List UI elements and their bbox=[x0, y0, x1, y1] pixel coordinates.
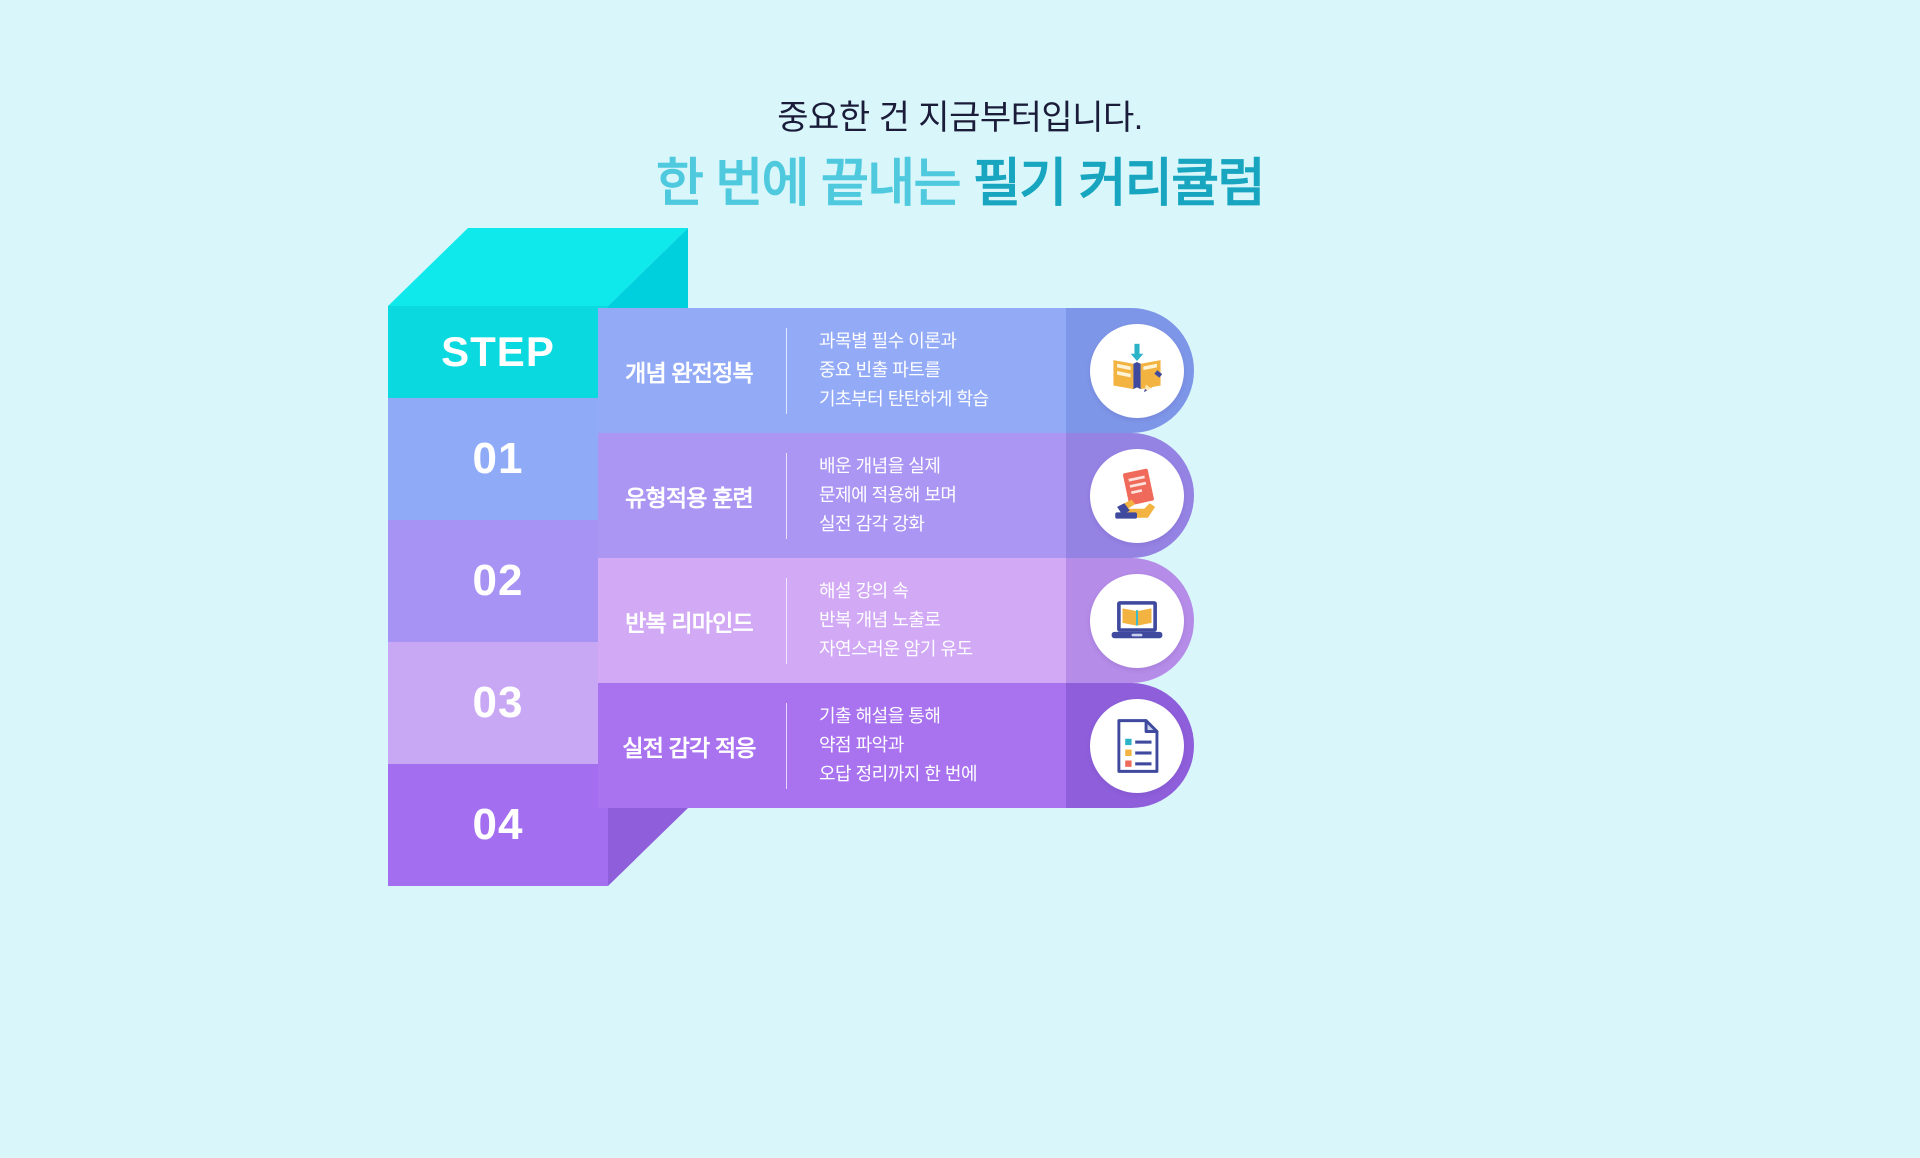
book-download-pencil-icon bbox=[1090, 324, 1184, 418]
row-desc-line: 중요 빈출 파트를 bbox=[819, 359, 941, 380]
tower-step-03: 03 bbox=[388, 642, 608, 764]
page-title: 한 번에 끝내는 필기 커리큘럼 bbox=[0, 152, 1920, 217]
row-desc-line: 실전 감각 강화 bbox=[819, 514, 925, 535]
row-desc-line: 오답 정리까지 한 번에 bbox=[819, 764, 978, 785]
row-title: 실전 감각 적응 bbox=[622, 734, 756, 761]
row-desc-line: 자연스러운 암기 유도 bbox=[819, 639, 973, 660]
row-title: 유형적용 훈련 bbox=[625, 484, 754, 511]
row-description: 해설 강의 속 반복 개념 노출로 자연스러운 암기 유도 bbox=[787, 577, 973, 664]
row-divider bbox=[786, 452, 787, 539]
hand-holding-document-icon bbox=[1090, 449, 1184, 543]
row-desc-line: 반복 개념 노출로 bbox=[819, 609, 941, 630]
tower-step-02: 02 bbox=[388, 520, 608, 642]
checklist-document-icon bbox=[1090, 699, 1184, 793]
row-desc-line: 문제에 적용해 보며 bbox=[819, 484, 957, 505]
row-title: 개념 완전정복 bbox=[625, 359, 754, 386]
row-divider bbox=[786, 702, 787, 789]
heading-block: 중요한 건 지금부터입니다. 한 번에 끝내는 필기 커리큘럼 bbox=[0, 96, 1920, 217]
tower-step-01: 01 bbox=[388, 398, 608, 520]
row-description: 기출 해설을 통해 약점 파악과 오답 정리까지 한 번에 bbox=[787, 702, 978, 789]
subtitle: 중요한 건 지금부터입니다. bbox=[777, 99, 1143, 137]
headline-segment-2: 필기 커리큘럼 bbox=[972, 155, 1266, 214]
row-desc-line: 기출 해설을 통해 bbox=[819, 705, 941, 726]
curriculum-row-list: 개념 완전정복 과목별 필수 이론과 중요 빈출 파트를 기초부터 탄탄하게 학… bbox=[598, 308, 1198, 808]
curriculum-row[interactable]: 유형적용 훈련 배운 개념을 실제 문제에 적용해 보며 실전 감각 강화 bbox=[598, 433, 1194, 558]
tower-step-04: 04 bbox=[388, 764, 608, 886]
row-title: 반복 리마인드 bbox=[625, 609, 754, 636]
tower-front-faces: STEP 01 02 03 04 bbox=[388, 306, 608, 886]
curriculum-row[interactable]: 개념 완전정복 과목별 필수 이론과 중요 빈출 파트를 기초부터 탄탄하게 학… bbox=[598, 308, 1194, 433]
tower-step-label: STEP bbox=[441, 328, 555, 375]
row-description: 배운 개념을 실제 문제에 적용해 보며 실전 감각 강화 bbox=[787, 452, 957, 539]
row-divider bbox=[786, 577, 787, 664]
curriculum-row[interactable]: 실전 감각 적응 기출 해설을 통해 약점 파악과 오답 정리까지 한 번에 bbox=[598, 683, 1194, 808]
laptop-book-icon bbox=[1090, 574, 1184, 668]
tower-step-number: 01 bbox=[472, 434, 524, 483]
row-desc-line: 과목별 필수 이론과 bbox=[819, 330, 957, 351]
tower-step-number: 04 bbox=[472, 800, 524, 849]
row-desc-line: 배운 개념을 실제 bbox=[819, 455, 941, 476]
tower-step-number: 02 bbox=[472, 556, 524, 605]
tower-step-number: 03 bbox=[472, 678, 524, 727]
headline-segment-1: 한 번에 끝내는 bbox=[656, 155, 973, 214]
row-desc-line: 해설 강의 속 bbox=[819, 580, 909, 601]
row-desc-line: 기초부터 탄탄하게 학습 bbox=[819, 389, 989, 410]
tower-step-header: STEP bbox=[388, 306, 608, 398]
row-desc-line: 약점 파악과 bbox=[819, 734, 904, 755]
row-description: 과목별 필수 이론과 중요 빈출 파트를 기초부터 탄탄하게 학습 bbox=[787, 327, 989, 414]
row-divider bbox=[786, 327, 787, 414]
curriculum-row[interactable]: 반복 리마인드 해설 강의 속 반복 개념 노출로 자연스러운 암기 유도 bbox=[598, 558, 1194, 683]
tower-lid bbox=[388, 228, 688, 306]
